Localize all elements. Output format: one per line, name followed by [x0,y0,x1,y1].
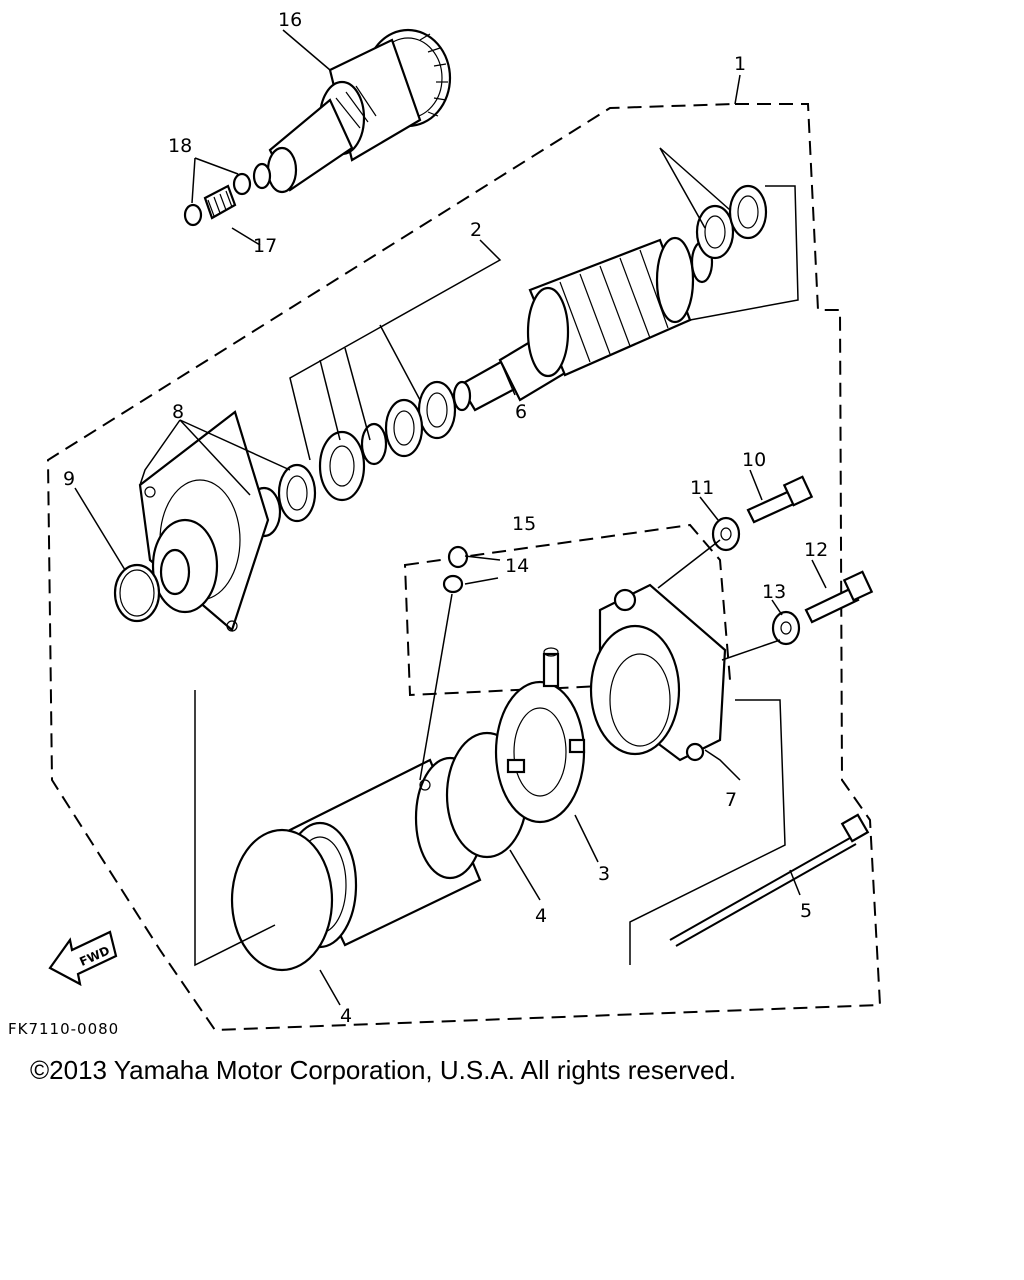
copyright-notice: ©2013 Yamaha Motor Corporation, U.S.A. A… [30,1055,737,1085]
callout-6: 6 [515,401,527,423]
starter-motor-exploded-diagram: 16 18 17 1 2 6 8 9 10 11 12 13 14 15 7 3… [8,9,882,1038]
callout-5: 5 [800,900,812,922]
callout-9: 9 [63,468,75,490]
o-ring [113,563,161,623]
callout-8: 8 [172,401,184,423]
callout-labels: 16 18 17 1 2 6 8 9 10 11 12 13 14 15 7 3… [63,9,828,1027]
rear-cover [589,583,727,762]
callout-16: 16 [278,9,302,31]
callout-15: 15 [512,513,536,535]
fwd-direction-arrow: FWD [48,930,118,987]
callout-4-front: 4 [340,1005,352,1027]
o-ring-front [230,828,334,972]
callout-10: 10 [742,449,766,471]
armature-washers-lower [246,380,457,538]
brush-plate [494,647,586,824]
callout-17: 17 [253,235,277,257]
callout-11: 11 [690,477,714,499]
callout-7: 7 [725,789,737,811]
callout-3: 3 [598,863,610,885]
assembly-boundary-dashed [46,103,882,1032]
callout-18: 18 [168,135,192,157]
through-bolt [669,813,870,947]
callout-4-rear: 4 [535,905,547,927]
armature-washers-upper [695,184,768,260]
spring-and-washers [183,172,252,227]
washer-upper [711,516,741,552]
lock-washer [442,574,464,594]
bolt-lower [804,570,874,624]
callout-1: 1 [734,53,746,75]
washer-lower [771,610,801,646]
starter-clutch-gear [252,28,452,194]
callout-13: 13 [762,581,786,603]
bolt-upper [746,475,814,524]
callout-12: 12 [804,539,828,561]
figure-reference-code: FK7110-0080 [8,1020,119,1038]
front-bracket [138,410,270,632]
subassembly-boundary-dashed [403,523,732,697]
nut [447,545,469,569]
callout-14: 14 [505,555,529,577]
leader-lines [74,29,827,1006]
armature [452,236,714,412]
callout-2: 2 [470,219,482,241]
